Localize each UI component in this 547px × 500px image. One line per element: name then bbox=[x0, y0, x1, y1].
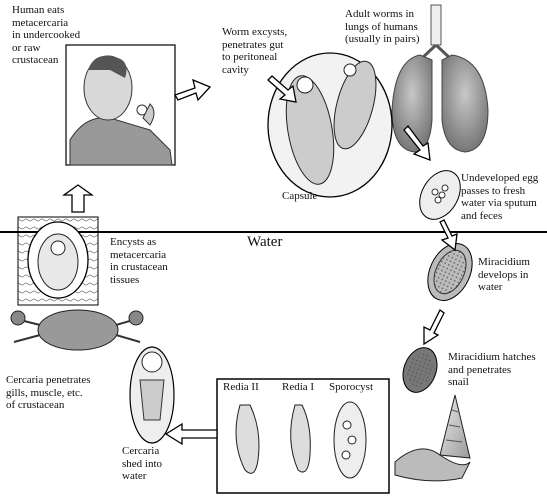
label-human-eats: Human eats metacercaria in undercooked o… bbox=[12, 4, 81, 66]
label-sporocyst: Sporocyst bbox=[329, 381, 373, 393]
label-undeveloped-egg: Undeveloped egg passes to fresh water vi… bbox=[461, 172, 539, 222]
lungs-illustration bbox=[391, 4, 489, 153]
label-miracidium-develops: Miracidium develops in water bbox=[478, 256, 530, 293]
miracidium-egg bbox=[427, 243, 473, 301]
metacercaria-cyst-in-tissue bbox=[17, 216, 99, 306]
label-cercaria-shed: Cercaria shed into water bbox=[122, 445, 163, 482]
adult-worms-capsule bbox=[267, 52, 393, 198]
crab-illustration bbox=[10, 309, 144, 351]
label-redia-ii: Redia II bbox=[223, 381, 259, 393]
undeveloped-egg bbox=[419, 170, 461, 220]
free-miracidium bbox=[402, 347, 438, 393]
label-cercaria-penetrates: Cercaria penetrates gills, muscle, etc. … bbox=[6, 374, 91, 411]
label-water: Water bbox=[247, 234, 283, 250]
cercaria bbox=[129, 346, 175, 444]
label-worm-excysts: Worm excysts, penetrates gut to peritone… bbox=[222, 26, 288, 76]
label-adult-worms: Adult worms in lungs of humans (usually … bbox=[345, 8, 420, 45]
snail-intramolluscan-stages-box bbox=[216, 378, 390, 494]
snail-illustration bbox=[394, 394, 471, 482]
label-encysts: Encysts as metacercaria in crustacean ti… bbox=[110, 236, 168, 286]
cycle-arrows bbox=[61, 75, 458, 446]
human-eating-illustration bbox=[65, 44, 176, 166]
label-capsule: Capsule bbox=[282, 190, 318, 202]
label-miracidium-hatches: Miracidium hatches and penetrates snail bbox=[448, 351, 536, 388]
label-redia-i: Redia I bbox=[282, 381, 315, 393]
